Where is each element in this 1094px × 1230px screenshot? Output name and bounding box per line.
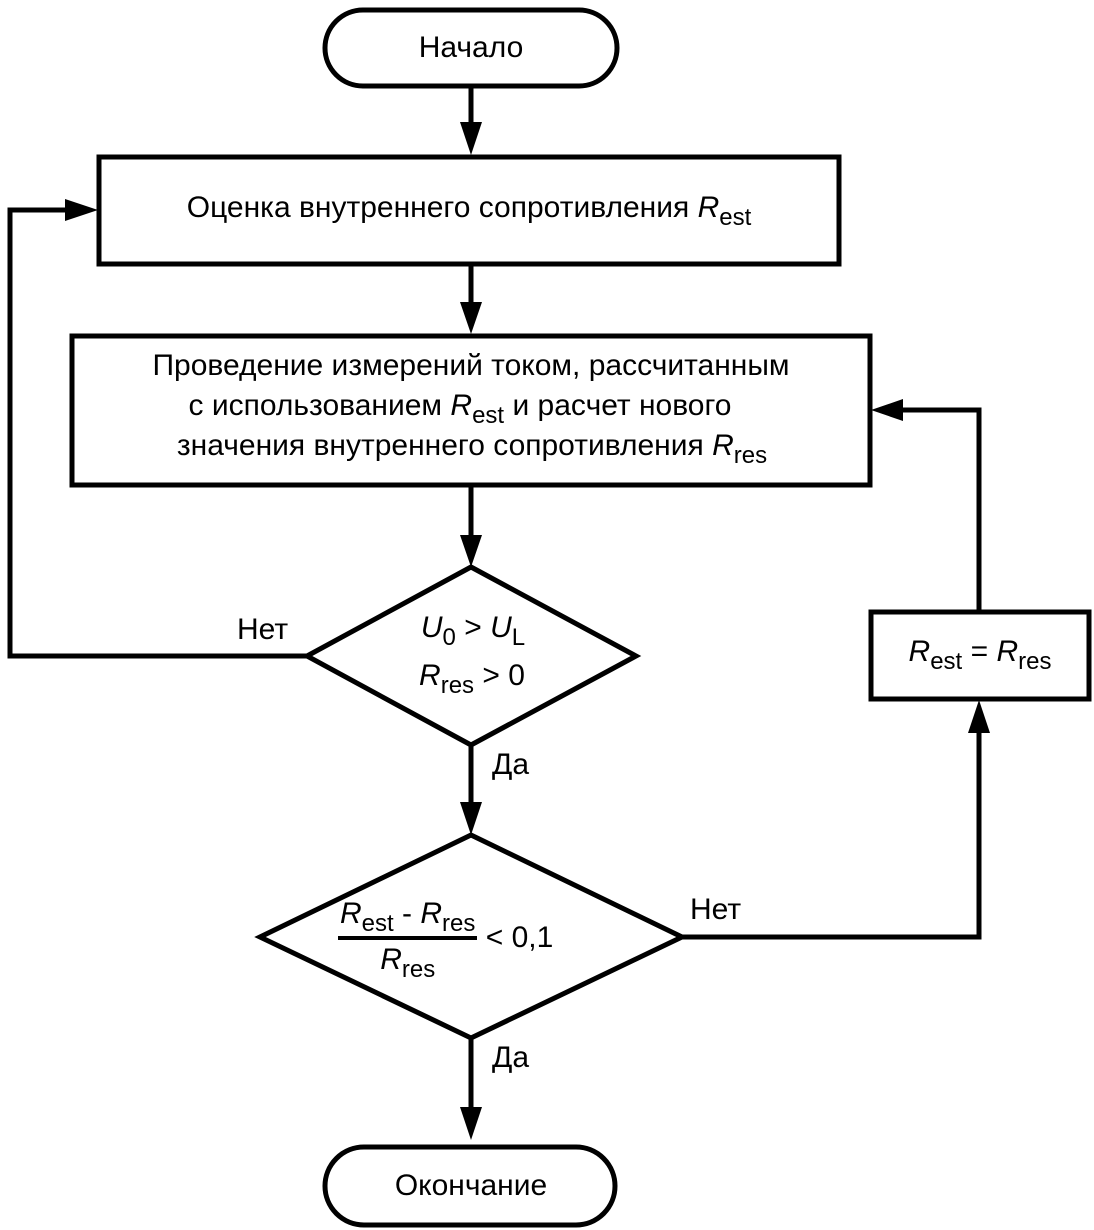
assign-left: R: [908, 635, 931, 668]
connector-decision1-no-loop: [7, 207, 307, 659]
arrowhead-down-icon: [460, 1107, 482, 1140]
measure-line3-subscript: res: [733, 442, 768, 469]
arrowhead-down-icon: [460, 535, 482, 567]
decision1-yes-label: Да: [492, 748, 530, 781]
cond1-left-sub: 0: [442, 624, 456, 651]
measure-line2-prefix: с использованием: [188, 389, 443, 422]
assign-right-sub: res: [1018, 648, 1052, 675]
num-b-sub: res: [442, 910, 476, 937]
num-b: R: [420, 897, 443, 930]
end-terminator: [322, 1144, 618, 1228]
measure-line2-symbol: R: [450, 389, 473, 422]
connector-decision2-no: [682, 730, 982, 940]
connector-assign-measure: [900, 407, 982, 612]
estimate-process-box: [96, 154, 842, 267]
decision1-condition2: Rres > 0: [419, 656, 525, 699]
decision2-no-label: Нет: [690, 893, 742, 926]
arrowhead-left-icon: [871, 399, 903, 421]
fraction-denominator: Rres: [338, 940, 477, 983]
cond1-left: U: [420, 611, 443, 644]
cond2-op: > 0: [482, 659, 525, 692]
decision2-formula: Rest - Rres Rres < 0,1: [338, 896, 554, 983]
cond2-left-sub: res: [440, 672, 475, 699]
num-a-sub: est: [361, 910, 394, 937]
num-op: -: [402, 897, 413, 930]
assign-left-sub: est: [930, 648, 963, 675]
measure-line2: с использованием Rest и расчет нового: [188, 386, 732, 429]
arrowhead-down-icon: [460, 302, 482, 334]
decision2-fraction: Rest - Rres Rres: [338, 896, 478, 983]
cond2-left: R: [419, 659, 441, 692]
arrowhead-down-icon: [460, 122, 482, 155]
estimate-subscript: est: [719, 204, 752, 231]
decision1-no-label: Нет: [237, 613, 289, 646]
assign-right: R: [996, 635, 1019, 668]
cond1-op: >: [464, 611, 482, 644]
measure-line3: значения внутреннего сопротивления Rres: [176, 426, 768, 469]
start-label: Начало: [418, 31, 524, 64]
arrowhead-right-icon: [65, 199, 98, 221]
measure-line1: Проведение измерений током, рассчитанным: [152, 349, 790, 382]
end-label: Окончание: [394, 1169, 548, 1202]
arrowhead-up-icon: [968, 700, 990, 733]
measure-line3-symbol: R: [712, 429, 734, 462]
estimate-symbol: R: [697, 191, 720, 224]
measure-line2-subscript: est: [472, 402, 505, 429]
measure-line3-prefix: значения внутреннего сопротивления: [176, 429, 704, 462]
num-a: R: [340, 897, 362, 930]
assign-process-box: [868, 609, 1092, 702]
estimate-label: Оценка внутреннего сопротивления Rest: [186, 188, 752, 231]
arrowhead-down-icon: [460, 802, 482, 835]
den-sub: res: [401, 956, 436, 983]
cond1-right: U: [490, 611, 512, 644]
estimate-text: Оценка внутреннего сопротивления: [186, 191, 690, 224]
fraction-numerator: Rest - Rres: [338, 896, 478, 940]
decision1-condition1: U0 > UL: [420, 608, 526, 651]
assign-op: =: [970, 635, 989, 668]
cond1-right-sub: L: [511, 624, 526, 651]
den: R: [380, 943, 402, 976]
measure-line2-suffix: и расчет нового: [512, 389, 732, 422]
decision2-yes-label: Да: [492, 1041, 530, 1074]
comparison: < 0,1: [485, 920, 554, 954]
assign-label: Rest = Rres: [908, 632, 1052, 675]
